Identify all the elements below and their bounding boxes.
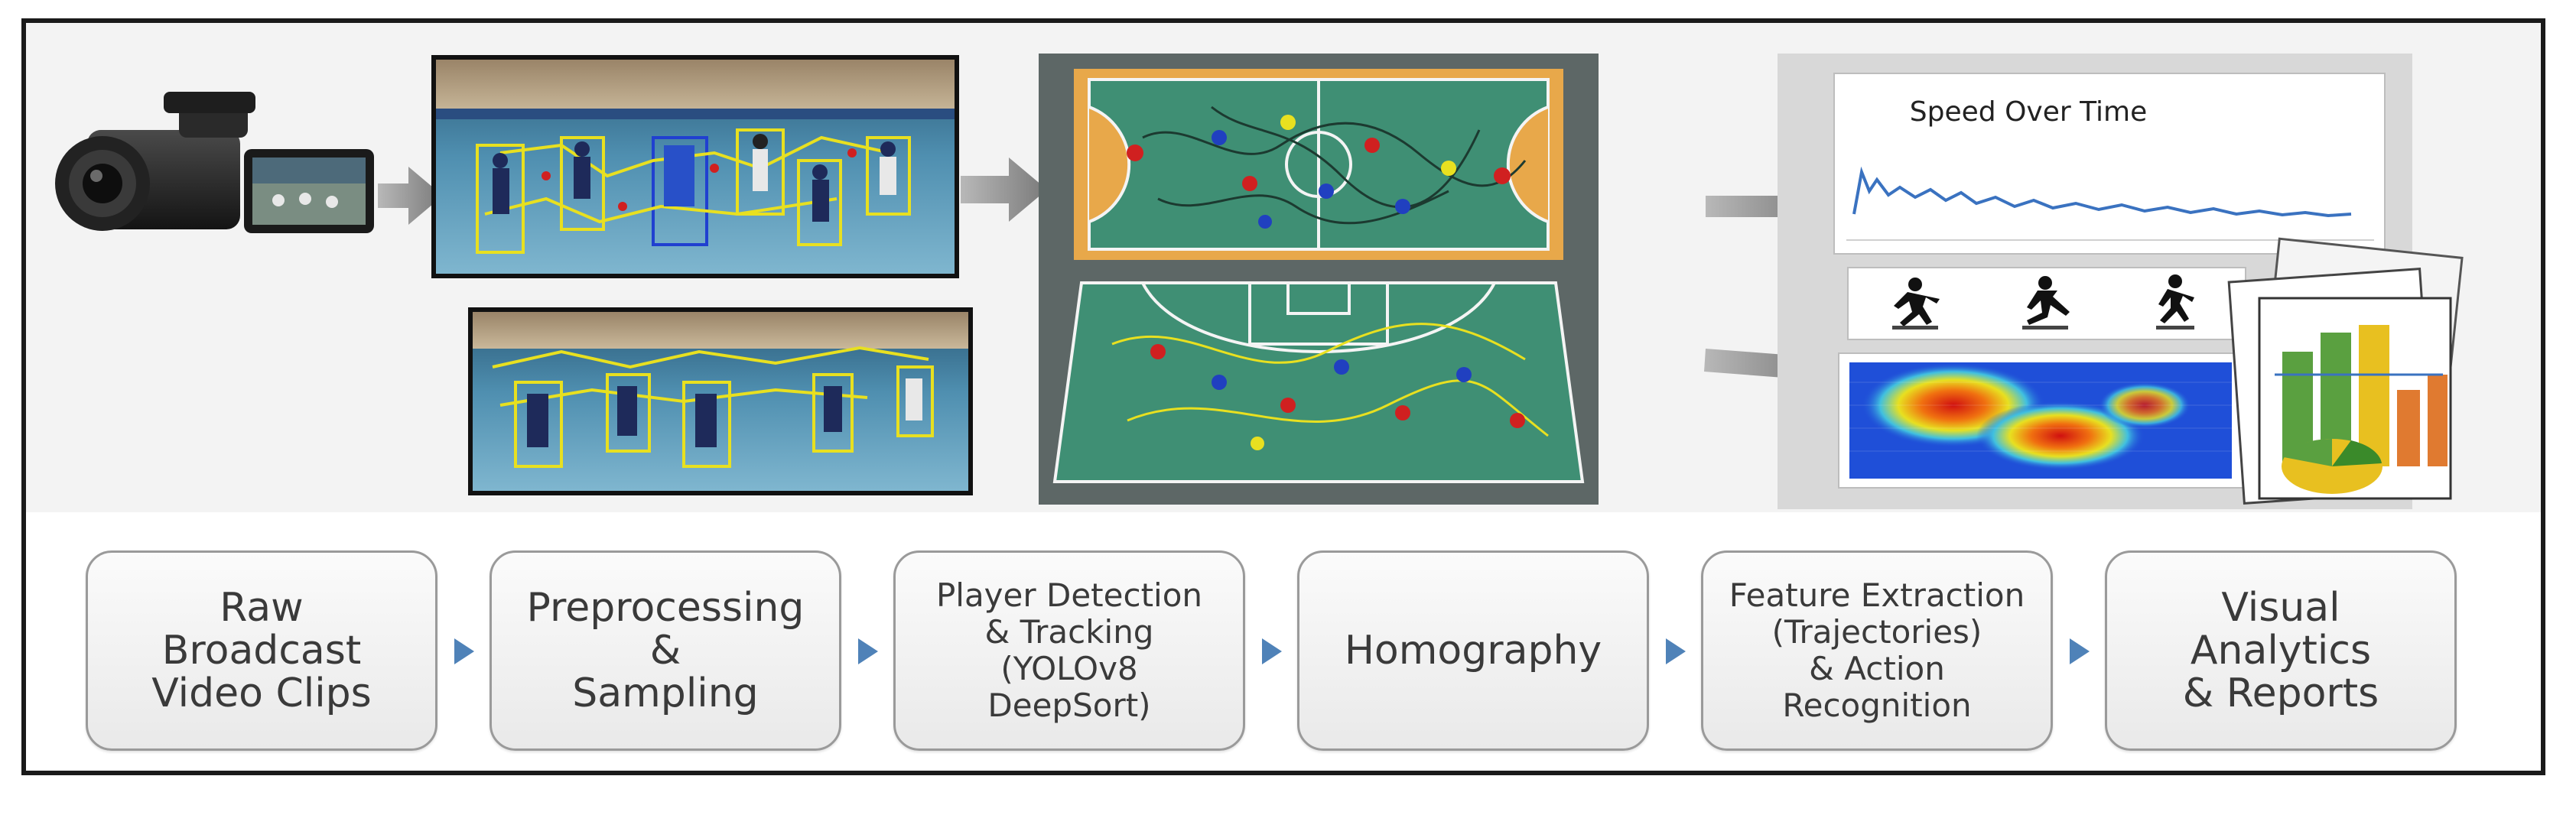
step-arrow-2 (858, 638, 878, 664)
step-arrow-4 (1666, 638, 1686, 664)
video-frame-detections-1 (431, 55, 959, 278)
speed-chart-title: Speed Over Time (1910, 96, 2147, 128)
homography-panel (1039, 54, 1599, 505)
pipeline-illustration: Speed Over Time (26, 23, 2541, 512)
camera-icon (55, 92, 374, 233)
step-label: Raw Broadcast Video Clips (151, 585, 372, 716)
step-detection-tracking: Player Detection & Tracking (YOLOv8 Deep… (893, 550, 1245, 751)
step-arrow-3 (1262, 638, 1282, 664)
diagram-frame: Speed Over Time Raw Broadcast Video Clip… (21, 18, 2545, 775)
sprinting-player-icon (2158, 274, 2194, 323)
flow-arrow-video (961, 157, 1047, 222)
report-pie-chart (2282, 438, 2382, 494)
step-arrow-5 (2070, 638, 2090, 664)
step-label: Preprocessing & Sampling (526, 585, 805, 716)
speed-chart-card (1833, 73, 2386, 255)
analytics-panel (1778, 54, 2464, 509)
step-raw-video: Raw Broadcast Video Clips (86, 550, 437, 751)
flow-arrow-camera (378, 167, 443, 225)
step-preprocessing: Preprocessing & Sampling (490, 550, 841, 751)
step-label: Visual Analytics & Reports (2182, 585, 2379, 716)
step-label: Homography (1344, 628, 1602, 674)
step-arrow-1 (454, 638, 474, 664)
kicking-player-icon (2027, 276, 2070, 325)
report-pages (2227, 237, 2464, 505)
speed-chart-line (1852, 166, 2352, 218)
step-feature-extraction: Feature Extraction (Trajectories) & Acti… (1701, 550, 2053, 751)
step-visual-analytics: Visual Analytics & Reports (2105, 550, 2457, 751)
step-homography: Homography (1297, 550, 1649, 751)
step-label: Player Detection & Tracking (YOLOv8 Deep… (935, 576, 1203, 724)
step-label: Feature Extraction (Trajectories) & Acti… (1729, 576, 2025, 724)
video-frame-detections-2 (468, 307, 973, 495)
running-player-icon (1894, 278, 1940, 326)
